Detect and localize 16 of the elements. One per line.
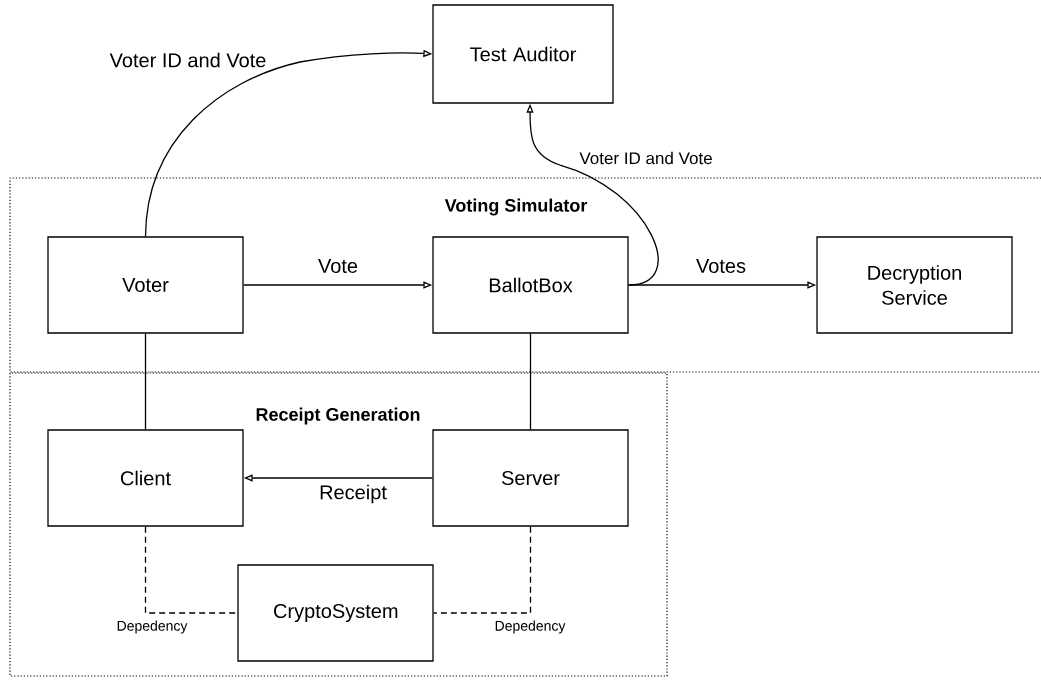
edge-label: Voter ID and Vote [108,51,268,69]
edge-label: Depedency [493,619,567,635]
process-box: Voter [47,236,244,334]
edge-label: Receipt [318,483,388,505]
process-box: Decryption Service [816,236,1013,334]
process-box: Server [432,429,629,527]
edge-label: Votes [695,258,748,274]
process-box: BallotBox [432,236,629,334]
process-box: CryptoSystem [237,564,434,662]
edge-label: Depedency [115,619,189,635]
region-heading: Voting Simulator [443,197,589,217]
process-box: Client [47,429,244,527]
edge-label: Voter ID and Vote [578,150,714,166]
edge-label: Vote [317,258,360,274]
process-box: Test Auditor [432,4,614,104]
region-heading: Receipt Generation [254,406,422,426]
